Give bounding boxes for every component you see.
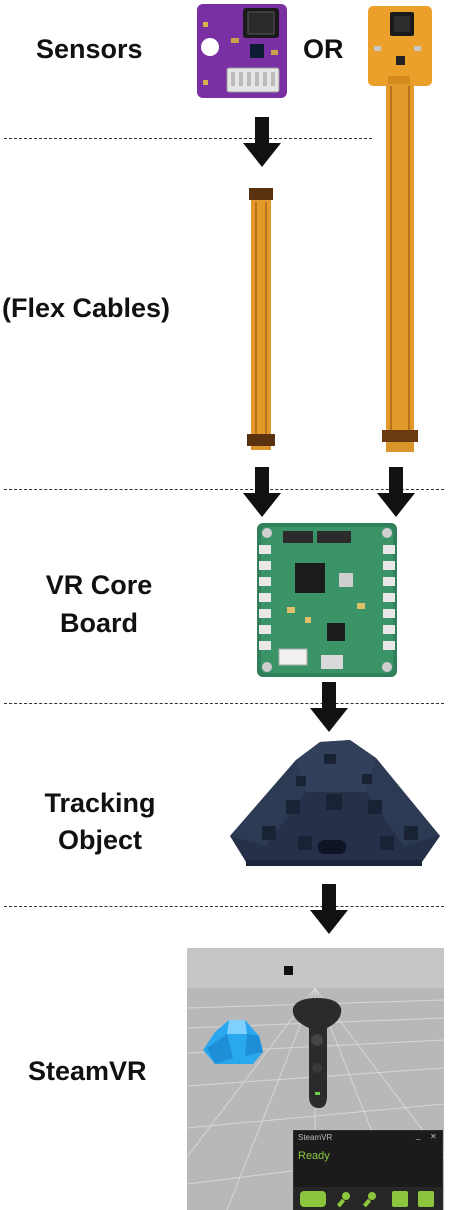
steamvr-panel: SteamVR _ ✕ Ready [293,1130,443,1210]
controller-status-icon[interactable] [336,1191,352,1208]
steamvr-grid [187,948,444,1210]
settings-icon[interactable] [418,1191,434,1207]
separator-2 [4,489,444,490]
label-tracking-line2: Object [57,825,143,855]
label-sensors: Sensors [36,34,143,64]
separator-3 [4,703,444,704]
down-arrow-icon [243,117,281,167]
headset-icon[interactable] [300,1191,326,1207]
controller-icon [292,998,342,1108]
label-or: OR [303,34,344,64]
steamvr-panel-title[interactable]: SteamVR [298,1133,333,1142]
down-arrow-icon [310,884,348,934]
steamvr-status: Ready [298,1150,330,1162]
steamvr-minimize-button[interactable]: _ [416,1131,421,1140]
down-arrow-icon [310,682,348,732]
down-arrow-icon [377,467,415,517]
label-vr-core-line2: Board [59,608,138,638]
separator-4 [4,906,444,907]
label-vr-core-line1: VR Core [45,570,153,600]
controller-status-icon[interactable] [362,1191,378,1208]
label-flex-cables: (Flex Cables) [2,293,171,323]
flex-cable [247,188,275,450]
separator-1 [4,138,372,139]
steamvr-view: SteamVR _ ✕ Ready [187,948,444,1210]
label-steamvr: SteamVR [28,1056,147,1086]
base-station-icon[interactable] [392,1191,408,1207]
sensor-board-orange [368,6,432,452]
label-tracking-line1: Tracking [44,788,156,818]
tracker-hologram [203,1020,263,1064]
sensor-board-purple [197,4,287,98]
down-arrow-icon [243,467,281,517]
steamvr-icon-bar [294,1187,442,1210]
steamvr-close-button[interactable]: ✕ [430,1132,437,1141]
tracking-object [230,740,440,866]
vr-core-board [257,523,397,677]
